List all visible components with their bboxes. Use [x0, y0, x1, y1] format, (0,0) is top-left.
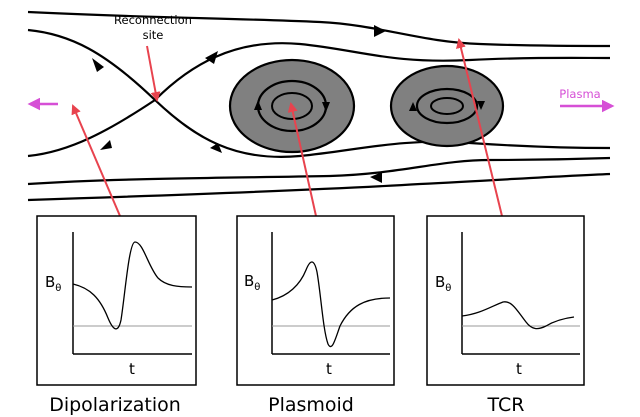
panel-tcr-frame [426, 215, 585, 386]
panel-plasmoid-xlabel: t [326, 360, 332, 378]
field-line-top-inner [27, 28, 611, 102]
panel-tcr-curve [461, 301, 575, 330]
dipolarization-pointer-arrow [71, 104, 121, 217]
panel-tcr-xlabel: t [516, 360, 522, 378]
caption-tcr: TCR [487, 394, 525, 416]
field-line-top-outer [27, 10, 611, 48]
field-line-bottom-lowest [27, 172, 611, 202]
panel-plasmoid: Bθ t [236, 215, 395, 386]
arrowhead-bottom-right-left [100, 140, 112, 150]
caption-plasmoid: Plasmoid [268, 394, 354, 416]
caption-dipolarization: Dipolarization [49, 394, 181, 416]
plasmoid-right [389, 64, 505, 148]
plasmoid-pointer-arrow [287, 102, 317, 217]
arrowhead-left-up [205, 51, 218, 64]
arrowhead-top-right [374, 25, 386, 37]
panel-dipolarization-ylabel: Bθ [45, 273, 61, 294]
field-line-arrowheads [92, 25, 386, 183]
panel-dipolarization-frame [36, 215, 197, 386]
panel-tcr-ylabel: Bθ [435, 273, 451, 294]
panel-tcr: Bθ t [426, 215, 585, 386]
panel-plasmoid-curve [271, 261, 391, 348]
plasmoid-right-arrow-l [409, 102, 417, 111]
arrowhead-bottom-outer [370, 172, 382, 183]
reconnection-label-line1: Reconnection [114, 13, 192, 27]
panel-dipolarization: Bθ t [36, 215, 197, 386]
plasmoid-right-core-loop [430, 97, 464, 115]
panel-dipolarization-xlabel: t [129, 360, 135, 378]
plasmoid-right-arrow-r [477, 101, 485, 110]
plasmoid-right-outer [389, 64, 505, 148]
plasmoid-left-core-loop [271, 92, 313, 120]
plasma-label: Plasma [559, 87, 600, 101]
field-line-bottom-outer [27, 156, 611, 186]
arrowhead-left-down [92, 58, 104, 72]
plasmoid-right-inner-loop [415, 87, 479, 125]
plasmoid-left-arrow-l [254, 100, 262, 110]
field-lines [27, 10, 611, 202]
tcr-pointer-arrow [456, 38, 503, 217]
reconnection-pointer-arrow [146, 45, 161, 102]
plasmoid-left-arrow-r [322, 102, 330, 112]
reconnection-label-line2: site [143, 28, 164, 42]
panel-dipolarization-curve [72, 241, 193, 330]
arrowhead-bottom-left [210, 143, 222, 153]
field-line-bottom-inner [27, 98, 611, 158]
panel-plasmoid-ylabel: Bθ [244, 272, 260, 293]
